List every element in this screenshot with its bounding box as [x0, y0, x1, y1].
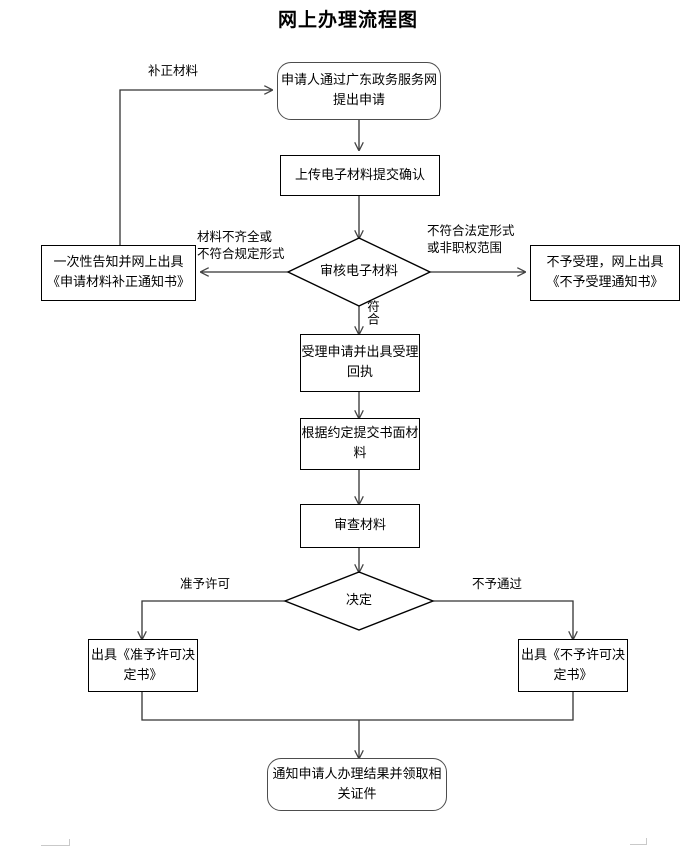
edge-supplement-to-apply — [119, 90, 272, 245]
page-footer-rule-left — [41, 839, 70, 846]
edge-decide-to-permit — [142, 600, 285, 639]
edge-no-permit-to-junction — [359, 692, 574, 721]
node-notify[interactable]: 通知申请人办理结果并领取相关证件 — [267, 758, 447, 811]
node-examine[interactable]: 审查材料 — [300, 504, 420, 548]
edge-label-conform: 符合 — [365, 300, 380, 325]
node-no-permit[interactable]: 出具《不予许可决定书》 — [518, 639, 628, 692]
node-permit[interactable]: 出具《准予许可决定书》 — [88, 639, 198, 692]
decide-diamond-shape — [283, 571, 435, 631]
node-apply[interactable]: 申请人通过广东政务服务网提出申请 — [277, 62, 441, 120]
edge-decide-to-no-permit — [433, 600, 573, 639]
page-title: 网上办理流程图 — [277, 9, 418, 31]
review-diamond-shape — [286, 237, 432, 307]
edge-label-grant: 准予许可 — [180, 576, 231, 591]
edge-label-incomplete: 材料不齐全或 不符合规定形式 — [197, 229, 285, 261]
node-decide-label[interactable]: 决定 — [345, 593, 372, 608]
edge-label-supplement-back: 补正材料 — [148, 63, 199, 78]
page-footer-rule-right — [630, 838, 647, 845]
node-paper-materials[interactable]: 根据约定提交书面材料 — [300, 418, 420, 470]
node-reject-acceptance[interactable]: 不予受理，网上出具《不予受理通知书》 — [530, 245, 680, 301]
node-accept[interactable]: 受理申请并出具受理回执 — [300, 334, 420, 392]
edge-permit-to-junction — [141, 692, 359, 721]
node-review-label[interactable]: 审核电子材料 — [319, 264, 398, 279]
edge-label-illegal-form: 不符合法定形式 或非职权范围 — [427, 223, 515, 255]
node-supplement[interactable]: 一次性告知并网上出具《申请材料补正通知书》 — [41, 245, 196, 301]
edge-label-deny: 不予通过 — [472, 576, 523, 591]
node-upload[interactable]: 上传电子材料提交确认 — [280, 155, 440, 196]
